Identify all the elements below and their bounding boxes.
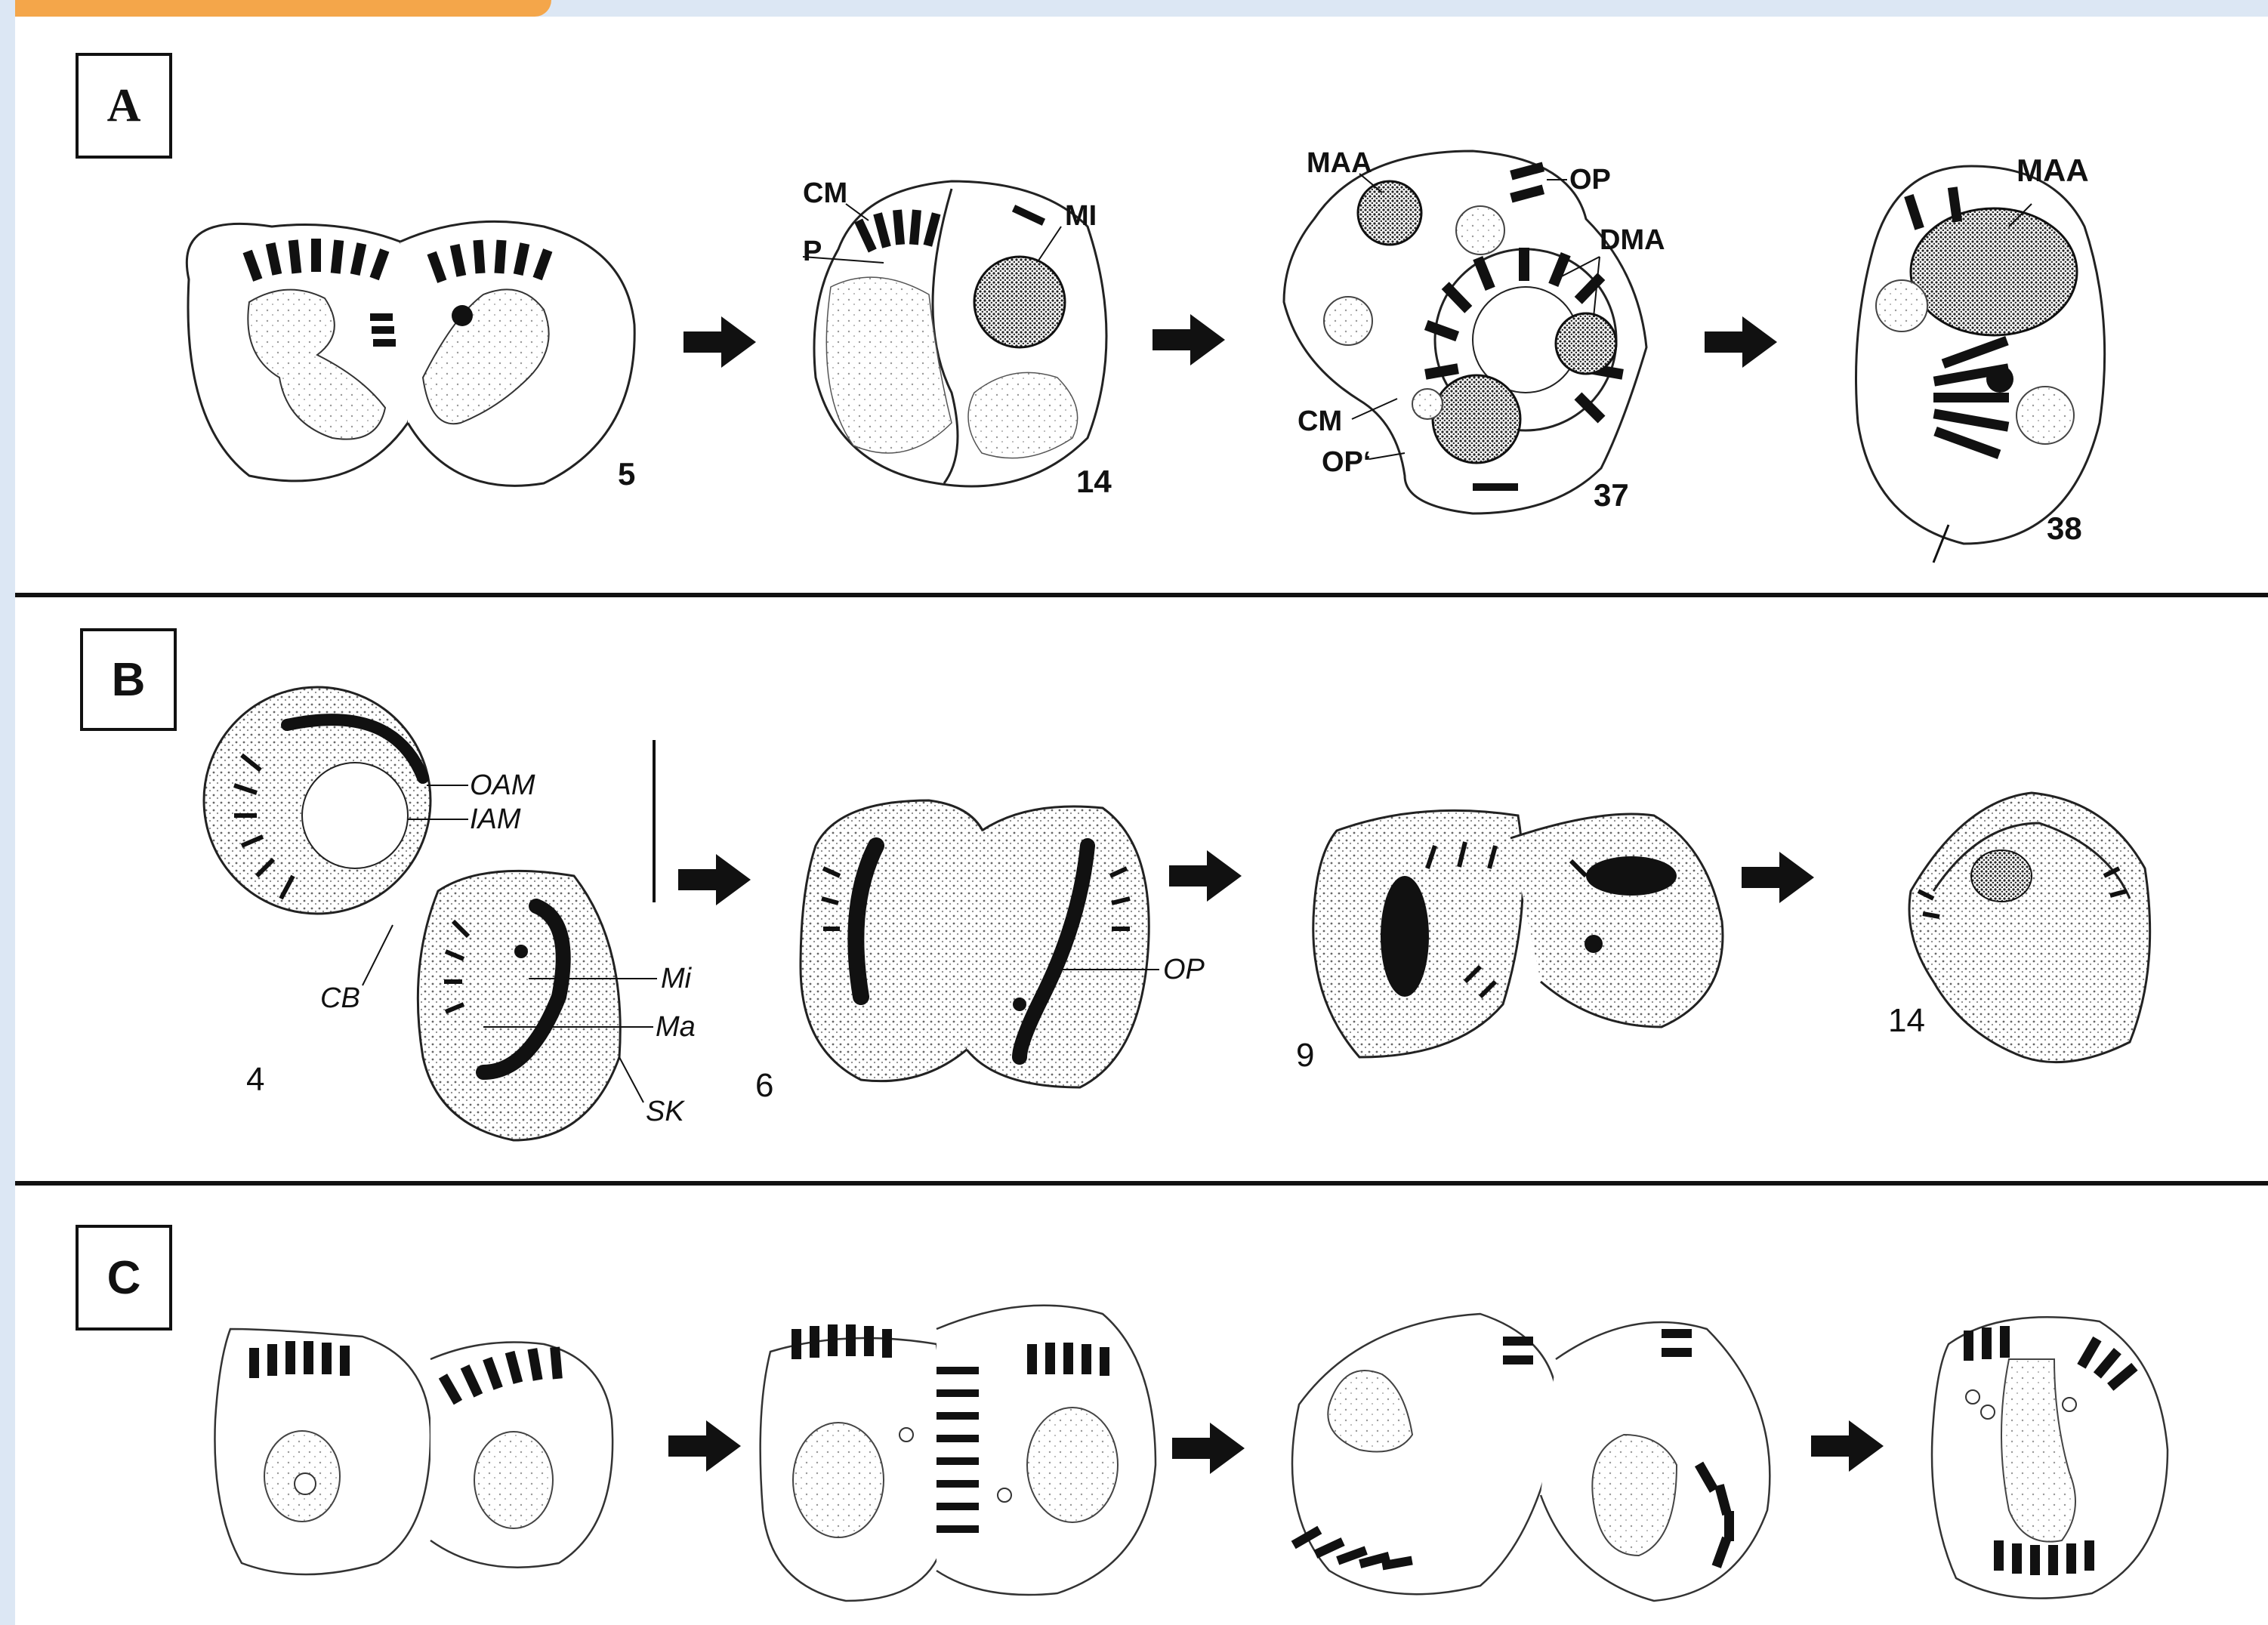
- label-p: P: [803, 236, 822, 267]
- panel-c-arrow-3: [1811, 1420, 1884, 1472]
- label-ma: Ma: [656, 1011, 696, 1043]
- panel-a-figure-1: 5: [187, 221, 635, 492]
- panel-a-figure-4: MAA 38: [1856, 153, 2105, 563]
- panel-a-figure-2: P CM MI 14: [803, 177, 1112, 499]
- panel-c-figure-3: [1291, 1314, 1770, 1601]
- panel-a-figure-2-number: 14: [1076, 464, 1112, 499]
- label-cm: CM: [803, 177, 847, 209]
- label-cm-2: CM: [1298, 405, 1342, 437]
- panel-b-figure-2: OP 6: [755, 800, 1205, 1104]
- label-op-b: OP: [1163, 954, 1205, 985]
- panel-b-figure-3: 9: [1296, 810, 1723, 1074]
- label-maa: MAA: [1307, 147, 1372, 179]
- panel-a-figure-3-number: 37: [1594, 477, 1629, 513]
- panel-a-figure-3: MAA OP DMA CM OP‘ 37: [1284, 147, 1665, 513]
- panel-a-arrow-1: [683, 316, 756, 368]
- panel-a-arrow-2: [1153, 314, 1225, 365]
- label-iam: IAM: [470, 803, 521, 835]
- label-cb: CB: [320, 982, 360, 1014]
- label-op: OP: [1569, 164, 1611, 196]
- panel-c-figure-1: [214, 1329, 613, 1574]
- panel-a-arrow-3: [1705, 316, 1777, 368]
- panel-b-figure-4-number: 14: [1888, 1002, 1925, 1039]
- panel-b-arrow-3: [1742, 852, 1814, 903]
- panel-b-figure-2-number: 6: [755, 1067, 773, 1104]
- panel-b-arrow-1: [678, 854, 751, 905]
- label-oam: OAM: [470, 769, 535, 801]
- label-mi: MI: [1065, 200, 1097, 232]
- label-maa-2: MAA: [2017, 153, 2089, 188]
- panel-b-figure-1: OAM IAM CB Mi Ma SK 4: [204, 687, 696, 1140]
- panel-a-figure-1-number: 5: [618, 456, 635, 492]
- panel-b-figure-1-number: 4: [246, 1061, 264, 1098]
- panel-b-arrow-2: [1169, 850, 1242, 902]
- label-op-prime: OP‘: [1322, 446, 1371, 478]
- label-sk: SK: [646, 1096, 685, 1127]
- panel-b-figure-4: 14: [1888, 793, 2150, 1062]
- panel-c-figure-4: [1932, 1317, 2168, 1598]
- label-dma: DMA: [1600, 224, 1665, 256]
- panel-b-figure-3-number: 9: [1296, 1037, 1314, 1074]
- panel-c-arrow-2: [1172, 1423, 1245, 1474]
- panel-a-figure-4-number: 38: [2047, 510, 2082, 546]
- panel-c-figure-2: [761, 1306, 1156, 1601]
- label-mi-b: Mi: [661, 963, 693, 994]
- panel-c-arrow-1: [668, 1420, 741, 1472]
